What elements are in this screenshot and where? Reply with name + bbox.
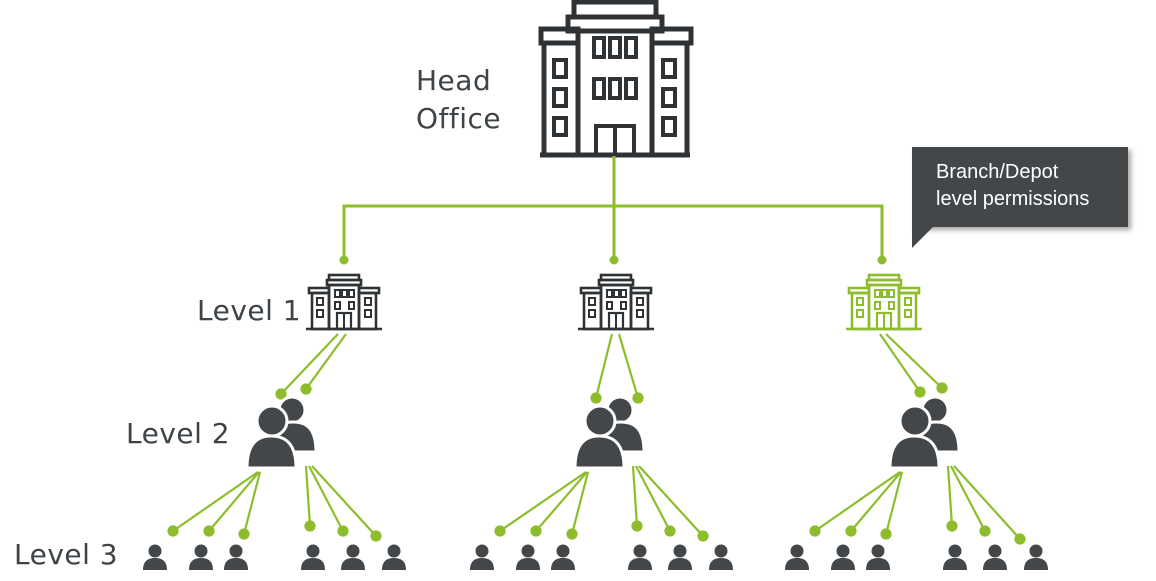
branch-building-icon-1	[304, 273, 384, 331]
level2-to-level3-connectors	[167, 465, 1026, 545]
connector-dots-level1	[339, 255, 887, 265]
user-icon	[341, 544, 365, 570]
level-2-label: Level 2	[126, 417, 231, 450]
level3-users	[143, 544, 1048, 570]
user-icon	[983, 544, 1007, 570]
branch-permissions-callout: Branch/Depot level permissions	[912, 147, 1128, 227]
user-icon	[709, 544, 733, 570]
user-icon	[628, 544, 652, 570]
head-office-connectors	[342, 156, 884, 260]
callout-line2: level permissions	[936, 188, 1090, 210]
level1-to-level2-connectors	[275, 333, 948, 404]
user-icon	[1024, 544, 1048, 570]
user-group-icon-1	[245, 395, 318, 470]
user-icon	[470, 544, 494, 570]
head-office-building-icon	[538, 0, 694, 158]
user-icon	[143, 544, 167, 570]
user-icon	[189, 544, 213, 570]
callout-tail	[912, 226, 934, 248]
user-icon	[785, 544, 809, 570]
level-3-label: Level 3	[14, 538, 119, 571]
user-icon	[866, 544, 890, 570]
user-icon	[516, 544, 540, 570]
user-icon	[301, 544, 325, 570]
user-icon	[943, 544, 967, 570]
head-office-label-line1: Head	[416, 64, 492, 97]
branch-building-icon-2	[576, 273, 656, 331]
user-icon	[668, 544, 692, 570]
user-group-icon-2	[573, 395, 646, 470]
level-1-label: Level 1	[197, 294, 302, 327]
head-office-label: Head Office	[416, 62, 526, 138]
user-icon	[551, 544, 575, 570]
user-group-icon-3	[888, 395, 961, 470]
callout-line1: Branch/Depot	[936, 161, 1059, 183]
user-icon	[382, 544, 406, 570]
user-icon	[224, 544, 248, 570]
head-office-label-line2: Office	[416, 102, 502, 135]
branch-building-icon-highlighted	[844, 273, 924, 331]
user-icon	[831, 544, 855, 570]
